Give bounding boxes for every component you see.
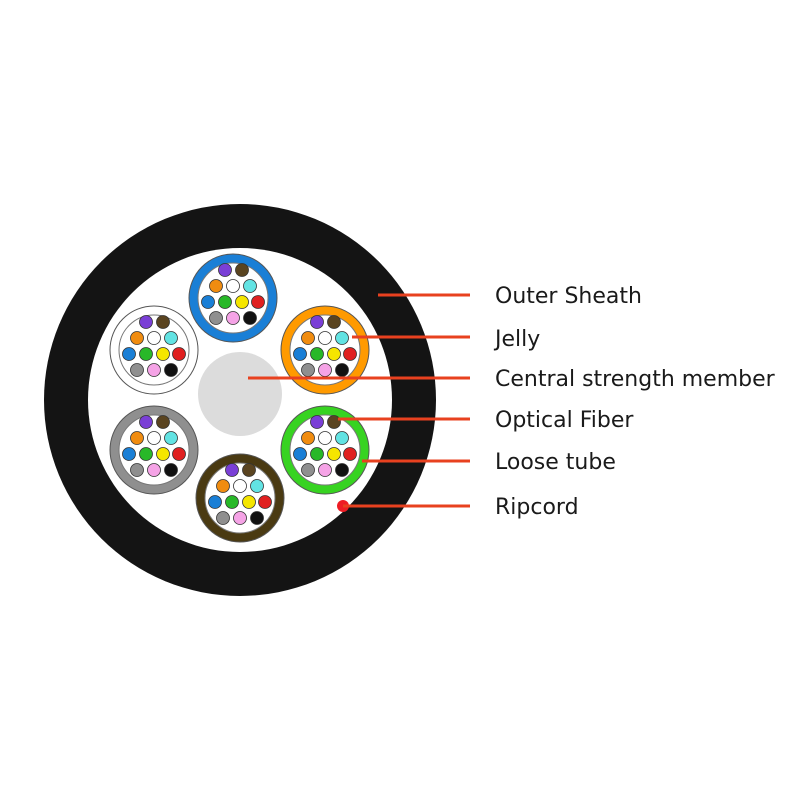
optical-fiber <box>218 295 232 309</box>
optical-fiber <box>164 463 178 477</box>
optical-fiber <box>139 315 153 329</box>
optical-fiber <box>327 315 341 329</box>
optical-fiber <box>335 463 349 477</box>
loose-tube-blue <box>188 253 278 343</box>
optical-fiber <box>226 311 240 325</box>
optical-fiber <box>147 331 161 345</box>
optical-fiber <box>327 447 341 461</box>
label-central-strength-member: Central strength member <box>495 367 776 392</box>
optical-fiber <box>130 331 144 345</box>
optical-fiber <box>201 295 215 309</box>
optical-fiber <box>335 363 349 377</box>
optical-fiber <box>164 331 178 345</box>
optical-fiber <box>209 279 223 293</box>
optical-fiber <box>164 431 178 445</box>
optical-fiber <box>343 447 357 461</box>
optical-fiber <box>343 347 357 361</box>
optical-fiber <box>139 347 153 361</box>
optical-fiber <box>293 347 307 361</box>
optical-fiber <box>318 331 332 345</box>
optical-fiber <box>164 363 178 377</box>
optical-fiber <box>218 263 232 277</box>
optical-fiber <box>318 463 332 477</box>
optical-fiber <box>327 415 341 429</box>
optical-fiber <box>242 495 256 509</box>
optical-fiber <box>225 463 239 477</box>
optical-fiber <box>318 431 332 445</box>
optical-fiber <box>233 479 247 493</box>
optical-fiber <box>235 295 249 309</box>
optical-fiber <box>139 415 153 429</box>
loose-tube-brown <box>195 453 285 543</box>
optical-fiber <box>233 511 247 525</box>
optical-fiber <box>310 347 324 361</box>
optical-fiber <box>242 463 256 477</box>
optical-fiber <box>310 447 324 461</box>
loose-tube-gray <box>109 405 199 495</box>
optical-fiber <box>156 415 170 429</box>
optical-fiber <box>209 311 223 325</box>
optical-fiber <box>243 279 257 293</box>
optical-fiber <box>226 279 240 293</box>
optical-fiber <box>301 463 315 477</box>
optical-fiber <box>327 347 341 361</box>
optical-fiber <box>301 331 315 345</box>
optical-fiber <box>235 263 249 277</box>
optical-fiber <box>156 447 170 461</box>
optical-fiber <box>147 463 161 477</box>
label-optical-fiber: Optical Fiber <box>495 408 634 433</box>
optical-fiber <box>310 415 324 429</box>
loose-tube-orange <box>280 305 370 395</box>
optical-fiber <box>122 347 136 361</box>
optical-fiber <box>139 447 153 461</box>
optical-fiber <box>225 495 239 509</box>
label-loose-tube: Loose tube <box>495 450 616 475</box>
optical-fiber <box>310 315 324 329</box>
optical-fiber <box>216 479 230 493</box>
optical-fiber <box>130 363 144 377</box>
optical-fiber <box>122 447 136 461</box>
optical-fiber <box>250 511 264 525</box>
label-jelly: Jelly <box>493 327 540 352</box>
optical-fiber <box>251 295 265 309</box>
optical-fiber <box>335 331 349 345</box>
optical-fiber <box>172 447 186 461</box>
central-strength-member <box>198 352 282 436</box>
optical-fiber <box>147 431 161 445</box>
optical-fiber <box>258 495 272 509</box>
optical-fiber <box>293 447 307 461</box>
optical-fiber <box>243 311 257 325</box>
loose-tube-green <box>280 405 370 495</box>
optical-fiber <box>216 511 230 525</box>
loose-tube-white <box>109 305 199 395</box>
label-outer-sheath: Outer Sheath <box>495 284 642 309</box>
optical-fiber <box>301 431 315 445</box>
optical-fiber <box>172 347 186 361</box>
optical-fiber <box>156 315 170 329</box>
optical-fiber <box>147 363 161 377</box>
optical-fiber <box>301 363 315 377</box>
optical-fiber <box>208 495 222 509</box>
label-ripcord: Ripcord <box>495 495 579 520</box>
optical-fiber <box>156 347 170 361</box>
optical-fiber <box>130 463 144 477</box>
optical-fiber <box>130 431 144 445</box>
optical-fiber <box>250 479 264 493</box>
optical-fiber <box>318 363 332 377</box>
optical-fiber <box>335 431 349 445</box>
